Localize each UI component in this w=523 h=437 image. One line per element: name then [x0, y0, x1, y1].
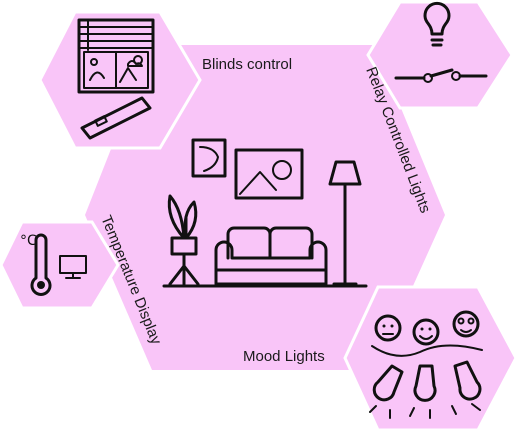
- mood-hexagon: [343, 285, 518, 432]
- central-hexagon: [85, 45, 445, 370]
- thermometer-display-icon: °C: [20, 233, 87, 296]
- relay-hexagon: [366, 0, 514, 110]
- blinds-control-label: Blinds control: [202, 56, 293, 73]
- mood-bulbs-icon: [369, 310, 483, 419]
- living-room-icon: [162, 138, 368, 288]
- light-bulb-switch-icon: [394, 1, 488, 83]
- mood-lights-label: Mood Lights: [243, 348, 325, 365]
- svg-text:°C: °C: [20, 233, 37, 249]
- window-blinds-icon: [77, 18, 155, 140]
